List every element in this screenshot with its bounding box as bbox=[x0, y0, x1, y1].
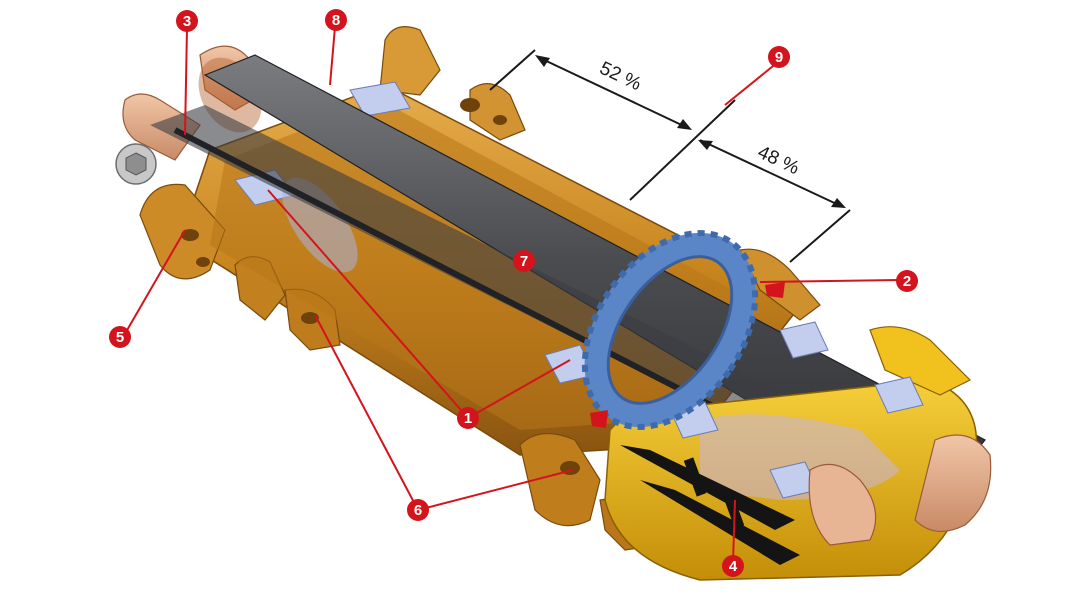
callout-8: 8 bbox=[325, 9, 347, 31]
svg-text:7: 7 bbox=[520, 253, 528, 270]
svg-text:2: 2 bbox=[903, 273, 911, 290]
callout-3: 3 bbox=[176, 10, 198, 32]
svg-text:8: 8 bbox=[332, 12, 340, 29]
svg-text:1: 1 bbox=[464, 410, 472, 427]
dimension-label-52: 52 % bbox=[596, 58, 644, 95]
callout-2: 2 bbox=[896, 270, 918, 292]
red-marker bbox=[590, 410, 608, 428]
svg-text:3: 3 bbox=[183, 13, 191, 30]
svg-text:6: 6 bbox=[414, 502, 422, 519]
callout-5: 5 bbox=[109, 326, 131, 348]
callout-1: 1 bbox=[457, 407, 479, 429]
svg-text:5: 5 bbox=[116, 329, 124, 346]
callout-7: 7 bbox=[513, 250, 535, 272]
dimension-lines bbox=[489, 49, 851, 263]
drive-ring-gear bbox=[581, 230, 759, 430]
axle-bolt bbox=[115, 143, 157, 185]
callout-9: 9 bbox=[768, 46, 790, 68]
callout-6: 6 bbox=[407, 499, 429, 521]
svg-text:9: 9 bbox=[775, 49, 783, 66]
freehub-splines bbox=[620, 445, 800, 565]
red-marker bbox=[765, 282, 785, 298]
svg-text:4: 4 bbox=[729, 558, 738, 575]
dimension-label-48: 48 % bbox=[754, 142, 802, 179]
right-end-cap bbox=[808, 434, 992, 546]
leader-lines bbox=[125, 26, 903, 563]
callout-4: 4 bbox=[722, 555, 744, 577]
